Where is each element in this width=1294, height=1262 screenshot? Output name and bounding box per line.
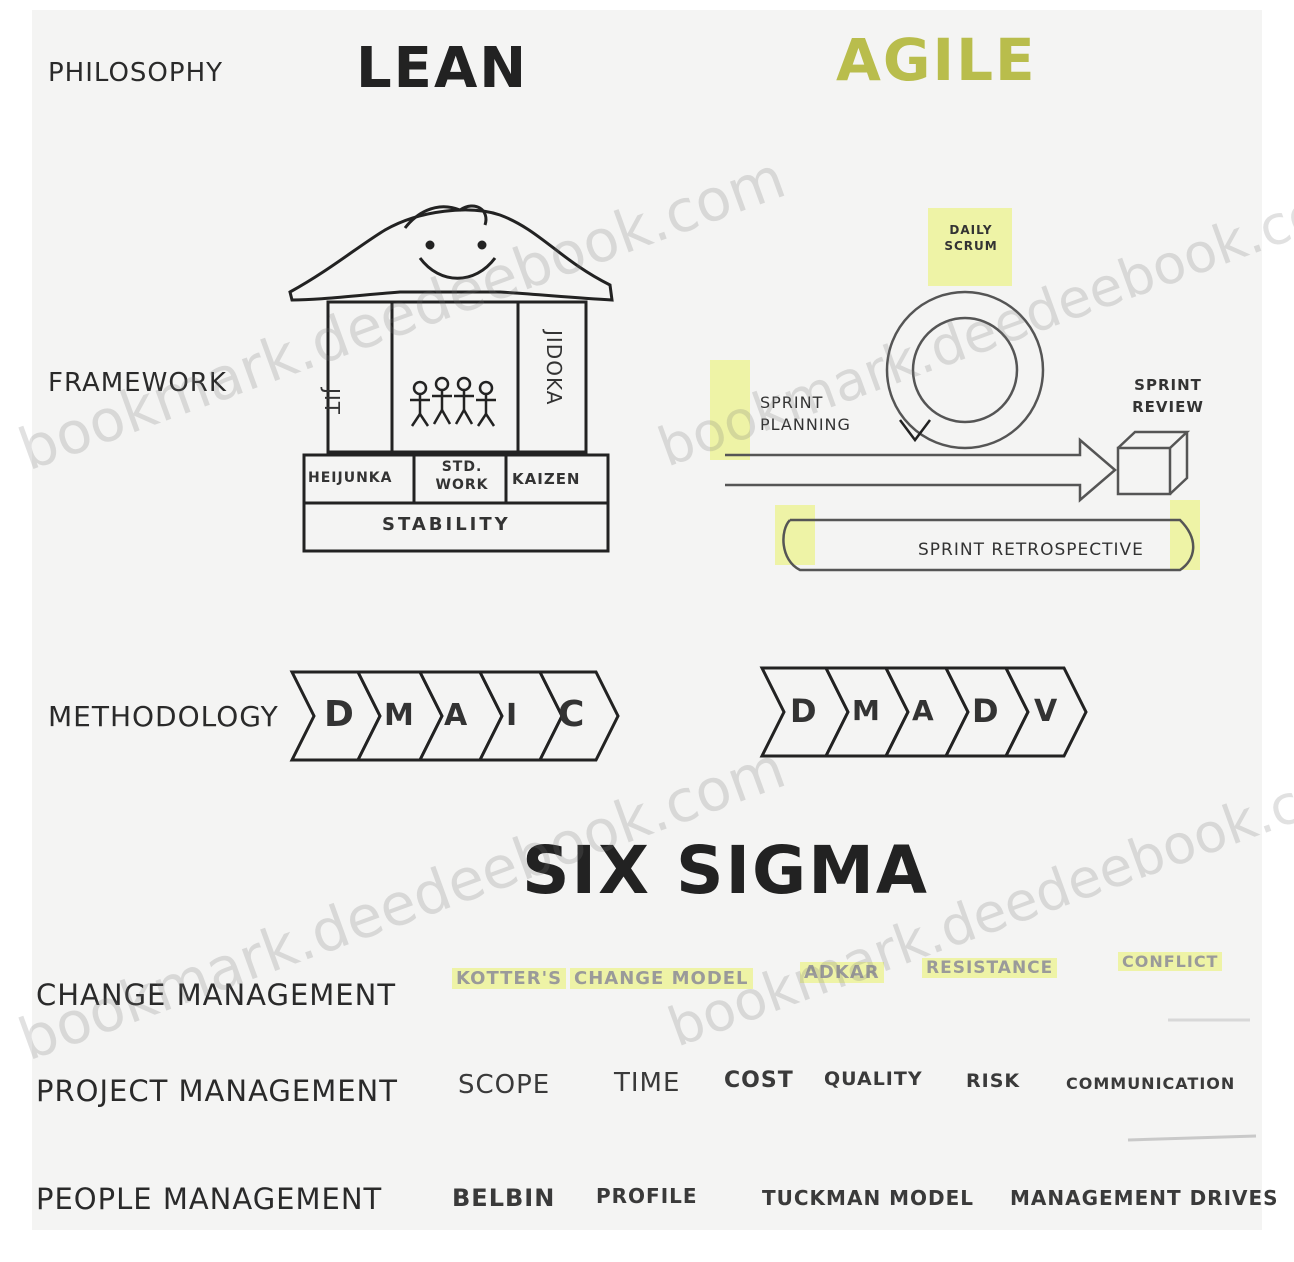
dmadv-letter-m: M [852,694,881,727]
project-management-label: PROJECT MANAGEMENT [36,1074,398,1108]
lean-block-heijunka: HEIJUNKA [308,470,393,486]
six-sigma-title: SIX SIGMA [522,832,929,909]
agile-sprint-cycle [710,208,1200,572]
diagram-sheet [32,10,1262,1230]
dmaic-letter-a: A [444,698,469,733]
change-item-conflict: CONFLICT [1118,952,1223,971]
project-item-time: TIME [614,1068,681,1098]
agile-sprint-planning: SPRINT PLANNING [760,393,851,434]
change-item-kotters: KOTTER'S [452,968,567,989]
project-item-communication: COMMUNICATION [1066,1074,1236,1093]
people-management-label: PEOPLE MANAGEMENT [36,1182,383,1216]
lean-pillar-jit: JIT [320,388,344,416]
row-label-philosophy: PHILOSOPHY [48,58,224,88]
change-item-adkar: ADKAR [800,962,884,983]
lean-house [288,204,614,553]
project-item-scope: SCOPE [458,1070,551,1100]
dmaic-letter-m: M [384,698,415,733]
agile-sprint-review: SPRINT REVIEW [1132,376,1204,416]
people-item-management-drives: MANAGEMENT DRIVES [1010,1186,1279,1210]
agile-sprint-retrospective: SPRINT RETROSPECTIVE [918,540,1144,560]
dmadv-letter-d1: D [790,692,818,730]
lean-block-std-work: STD. WORK [435,459,489,493]
dmadv-letter-a: A [912,694,935,727]
dmaic-letter-c: C [558,694,586,735]
agile-title: AGILE [836,26,1037,94]
lean-foundation: STABILITY [382,514,511,535]
dmaic-letter-i: I [506,698,519,733]
people-item-belbin: BELBIN [452,1184,556,1212]
lean-title: LEAN [356,36,529,101]
people-item-tuckman-model: TUCKMAN MODEL [762,1186,975,1210]
project-item-cost: COST [724,1068,794,1093]
lean-pillar-jidoka: JIDOKA [542,330,566,406]
project-item-risk: RISK [966,1070,1021,1092]
row-label-methodology: METHODOLOGY [48,700,279,733]
project-item-quality: QUALITY [824,1068,923,1090]
lean-block-kaizen: KAIZEN [512,470,581,488]
dmadv-letter-d2: D [972,692,1000,730]
agile-daily-scrum: DAILY SCRUM [944,223,998,253]
row-label-framework: FRAMEWORK [48,368,227,398]
change-item-resistance: RESISTANCE [922,958,1058,978]
people-item-profile: PROFILE [596,1184,698,1208]
dmadv-chevrons [759,666,1088,758]
change-item-change-model: CHANGE MODEL [570,968,753,989]
dmaic-chevrons [289,670,620,762]
dmadv-letter-v: V [1034,694,1059,729]
dmaic-letter-d: D [324,694,355,735]
change-management-label: CHANGE MANAGEMENT [36,978,397,1012]
